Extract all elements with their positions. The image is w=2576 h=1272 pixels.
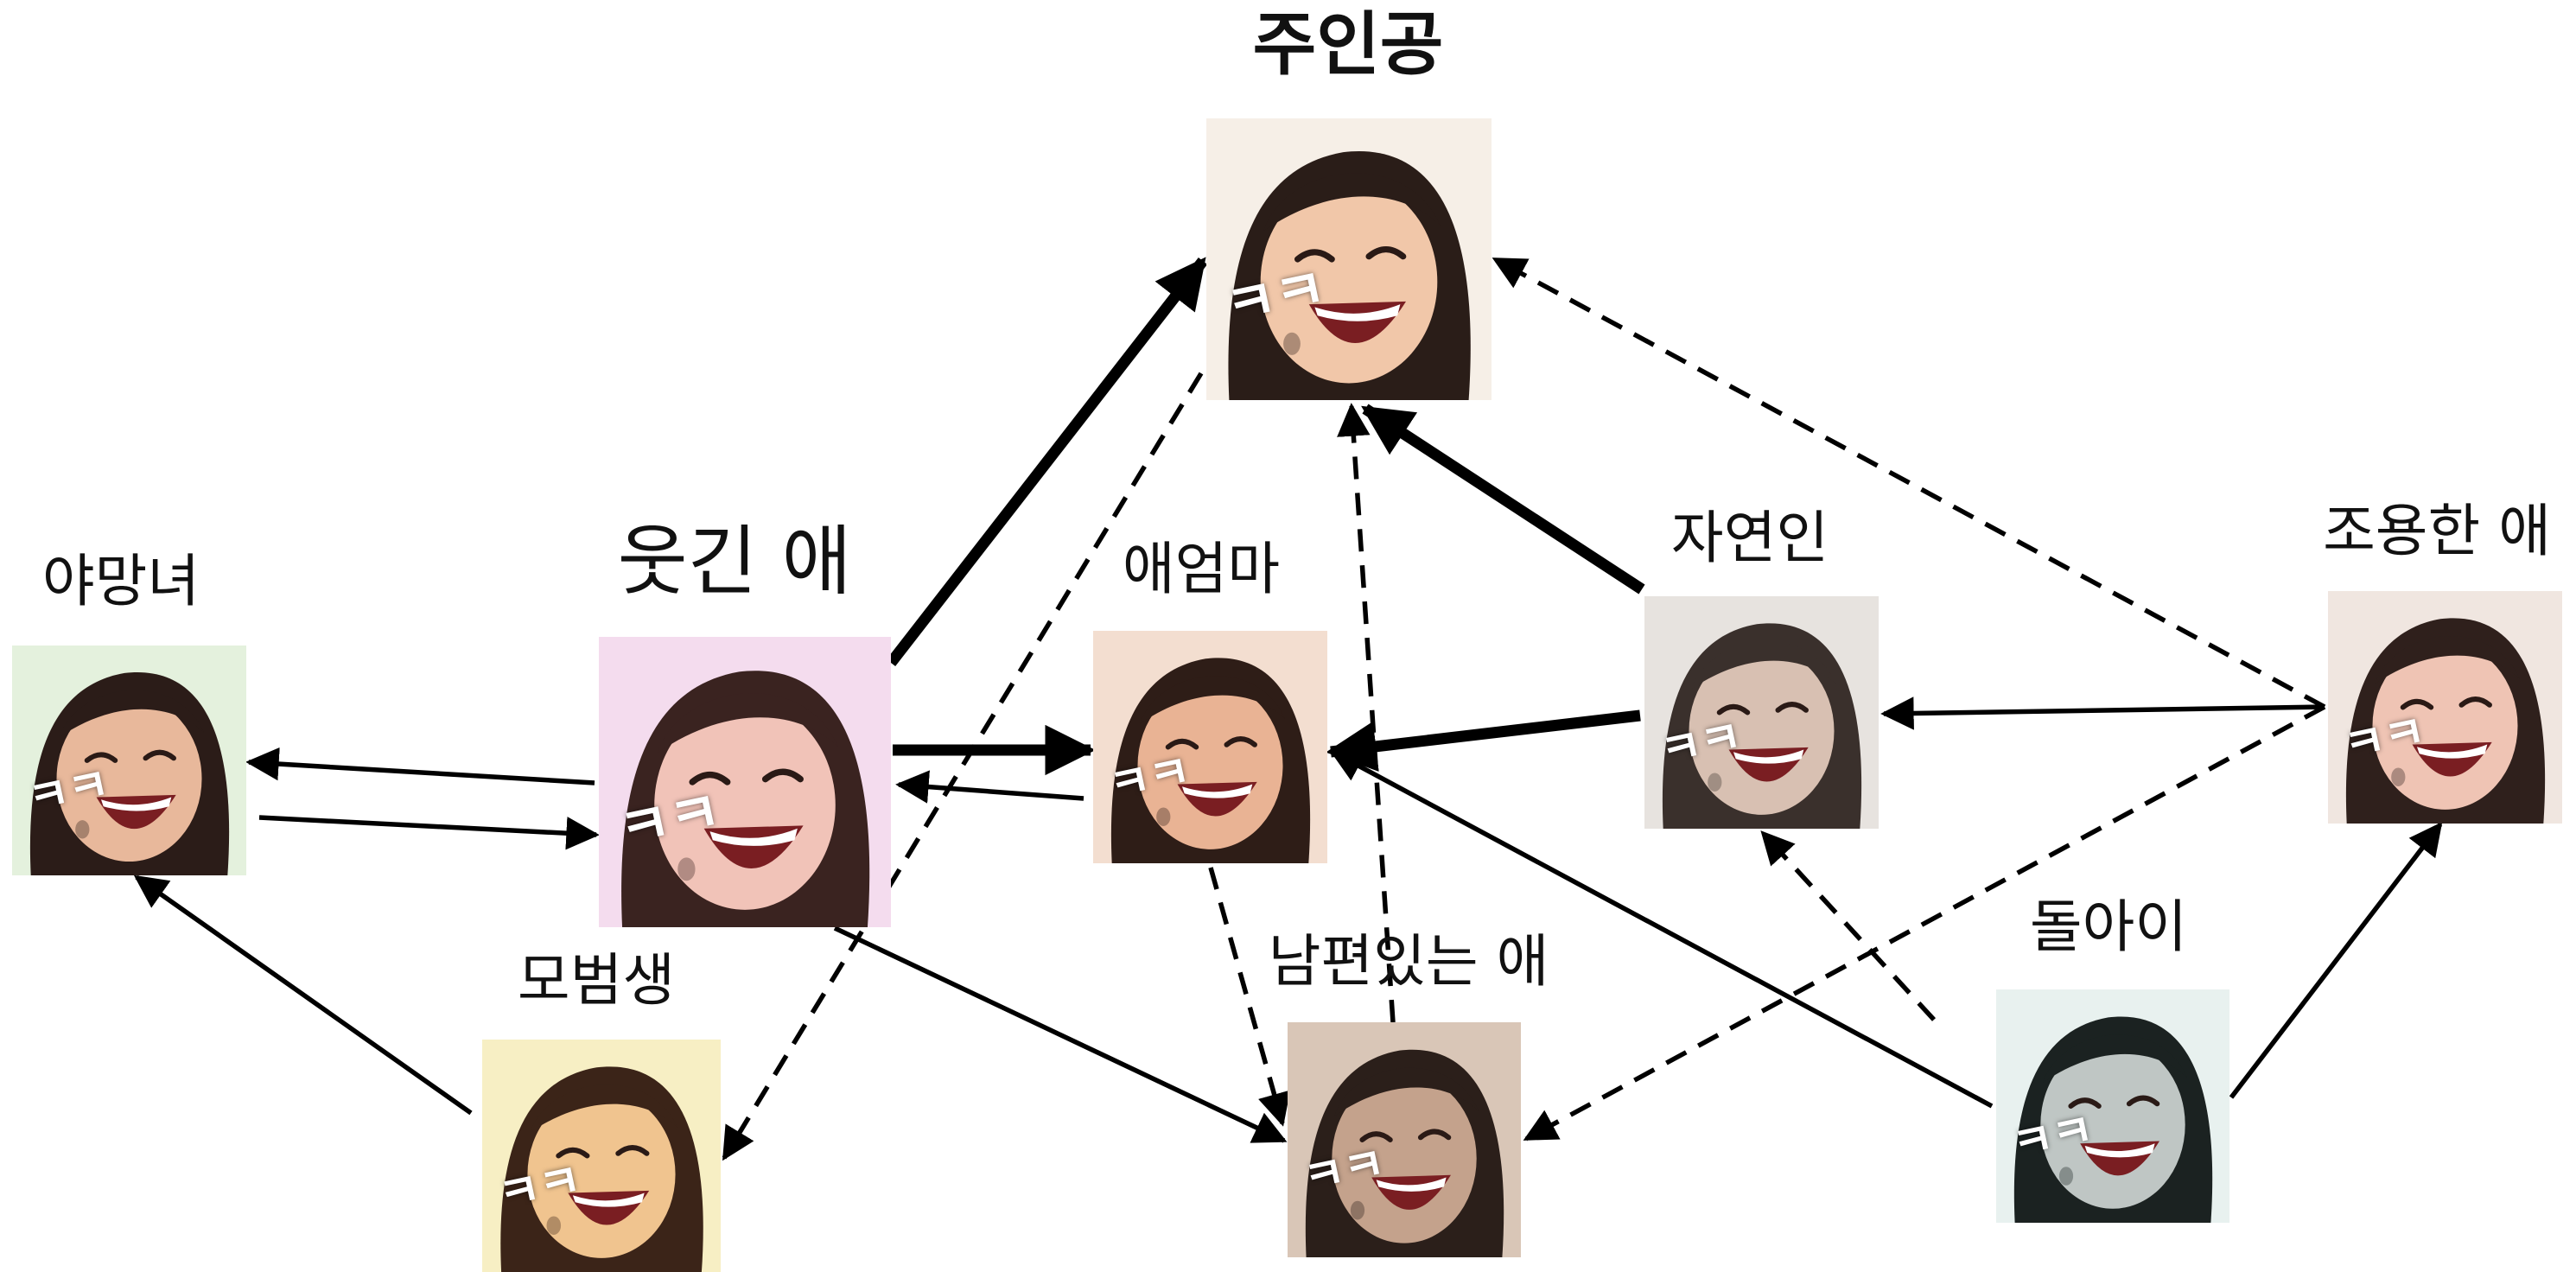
laughing-face-icon	[1644, 596, 1879, 829]
node-label-model: 모범생	[517, 947, 676, 1014]
node-photo-funny: ㅋㅋ	[599, 637, 891, 927]
edge-mom-to-funny	[895, 770, 1084, 804]
laughing-face-icon	[12, 646, 246, 875]
laughing-face-icon	[1996, 989, 2229, 1223]
node-label-weirdo: 돌아이	[2029, 894, 2188, 960]
edge-mom-to-married	[1208, 867, 1291, 1127]
edge-quiet-to-married	[1523, 704, 2326, 1142]
edge-funny-to-protagonist	[886, 257, 1208, 666]
laughing-face-icon	[482, 1040, 721, 1272]
node-label-mom: 애엄마	[1122, 536, 1281, 602]
laughing-face-icon	[2328, 591, 2562, 824]
edge-model-to-ambitious	[133, 874, 473, 1116]
laughing-face-icon	[1206, 118, 1492, 400]
node-photo-married: ㅋㅋ	[1288, 1022, 1521, 1257]
edge-quiet-to-natural	[1880, 696, 2325, 730]
node-photo-mom: ㅋㅋ	[1093, 631, 1327, 863]
edge-weirdo-to-mom	[1329, 749, 1994, 1109]
edge-natural-to-protagonist	[1361, 404, 1645, 595]
node-photo-protagonist: ㅋㅋ	[1206, 118, 1492, 400]
node-label-ambitious: 야망녀	[41, 548, 200, 614]
node-label-funny: 웃긴 애	[617, 517, 852, 606]
edge-married-to-protagonist	[1337, 403, 1396, 1023]
node-label-natural: 자연인	[1670, 505, 1829, 571]
edge-funny-to-ambitious	[245, 747, 595, 785]
node-label-married: 남편있는 애	[1268, 928, 1549, 995]
node-photo-ambitious: ㅋㅋ	[12, 646, 246, 875]
edge-natural-to-mom	[1326, 709, 1641, 772]
node-label-quiet: 조용한 애	[2323, 498, 2551, 564]
edge-weirdo-to-natural	[1760, 830, 1937, 1021]
node-photo-natural: ㅋㅋ	[1644, 596, 1879, 829]
node-photo-model: ㅋㅋ	[482, 1040, 721, 1272]
node-label-protagonist: 주인공	[1252, 4, 1444, 85]
laughing-face-icon	[1288, 1022, 1521, 1257]
node-photo-weirdo: ㅋㅋ	[1996, 989, 2229, 1223]
edge-quiet-to-protagonist	[1492, 257, 2326, 709]
laughing-face-icon	[599, 637, 891, 927]
edge-ambitious-to-funny	[258, 815, 600, 850]
edge-funny-to-married	[833, 925, 1288, 1143]
edge-weirdo-to-quiet	[2229, 821, 2443, 1099]
laughing-face-icon	[1093, 631, 1327, 863]
edge-protagonist-to-model	[722, 372, 1204, 1161]
node-photo-quiet: ㅋㅋ	[2328, 591, 2562, 824]
